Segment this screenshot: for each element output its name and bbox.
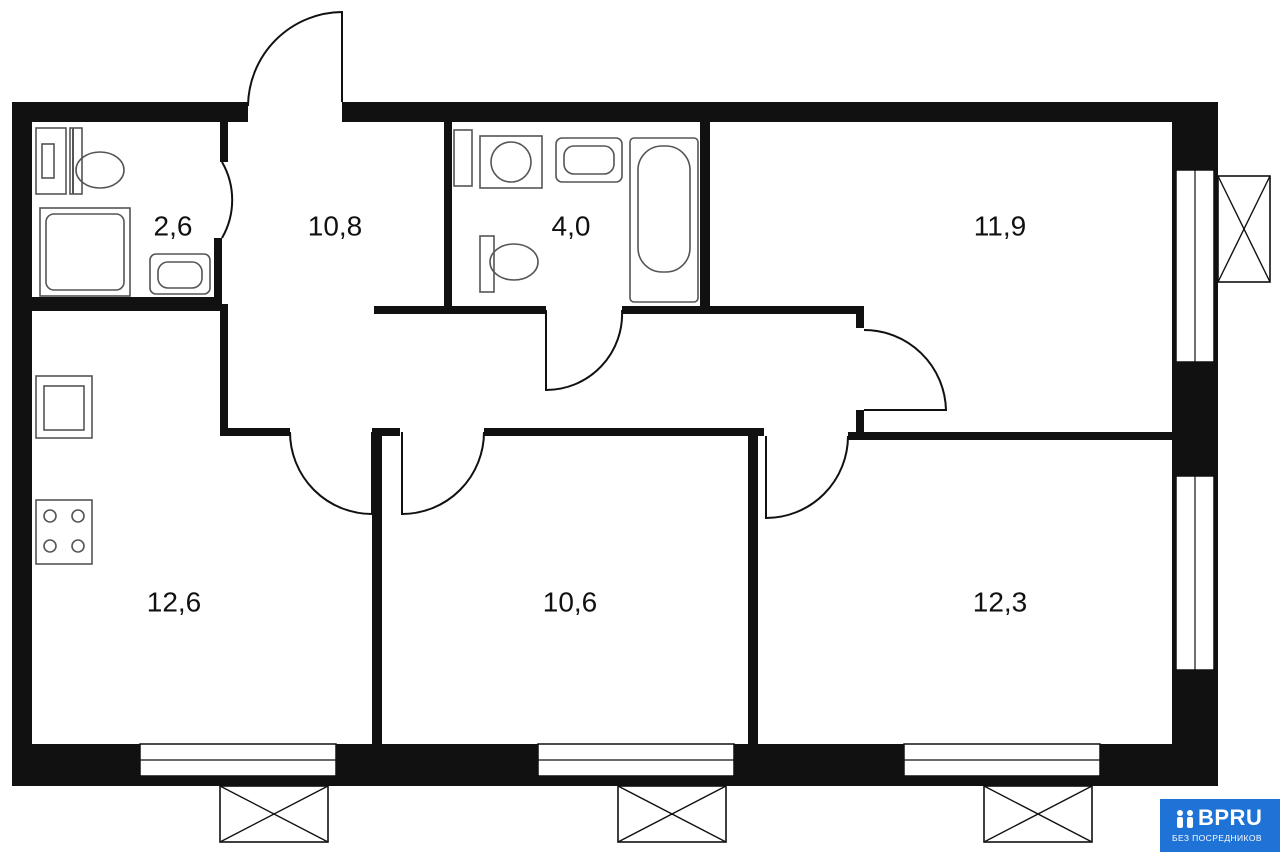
kitchen-door: [289, 431, 373, 516]
bedroom-door: [863, 329, 948, 411]
washing-machine: [479, 135, 543, 189]
interior-walls: [32, 122, 1172, 744]
main-bathroom-cistern: [453, 129, 473, 187]
room-right-door: [765, 435, 849, 520]
room-area-kitchen: 12,6: [147, 586, 202, 617]
small-bathroom-toilet: [75, 151, 125, 189]
shower-tray: [39, 207, 131, 297]
bathroom-small-door: [221, 161, 234, 239]
small-bathroom-cistern: [35, 127, 67, 195]
main-bathroom-sink: [555, 137, 623, 183]
logo-tagline: БЕЗ ПОСРЕДНИКОВ: [1172, 833, 1262, 843]
room-area-bedroom: 11,9: [974, 210, 1026, 241]
bpru-logo: BPRU БЕЗ ПОСРЕДНИКОВ: [1160, 799, 1280, 852]
bathtub: [629, 137, 699, 303]
entrance-door: [247, 10, 343, 107]
room-middle-door: [401, 431, 485, 516]
bathroom-main-door: [545, 309, 624, 392]
room-area-bathroom-main: 4,0: [552, 210, 591, 241]
room-labels: 2,6 10,8 4,0 11,9 12,6 10,6 12,3: [147, 210, 1028, 617]
main-bathroom-toilet: [489, 243, 539, 281]
outer-walls: [12, 102, 1218, 786]
main-bathroom-toilet-tank: [479, 235, 495, 293]
room-area-right: 12,3: [973, 586, 1028, 617]
logo-brand: BPRU: [1198, 805, 1263, 830]
room-area-middle: 10,6: [543, 586, 598, 617]
doors: [221, 10, 948, 520]
kitchen-sink: [35, 375, 93, 439]
room-area-hallway: 10,8: [308, 210, 363, 241]
room-area-bathroom-small: 2,6: [154, 210, 193, 241]
fixtures: [35, 127, 699, 565]
small-bathroom-sink: [149, 253, 211, 295]
people-icon: [1177, 810, 1193, 828]
stove: [35, 499, 93, 565]
